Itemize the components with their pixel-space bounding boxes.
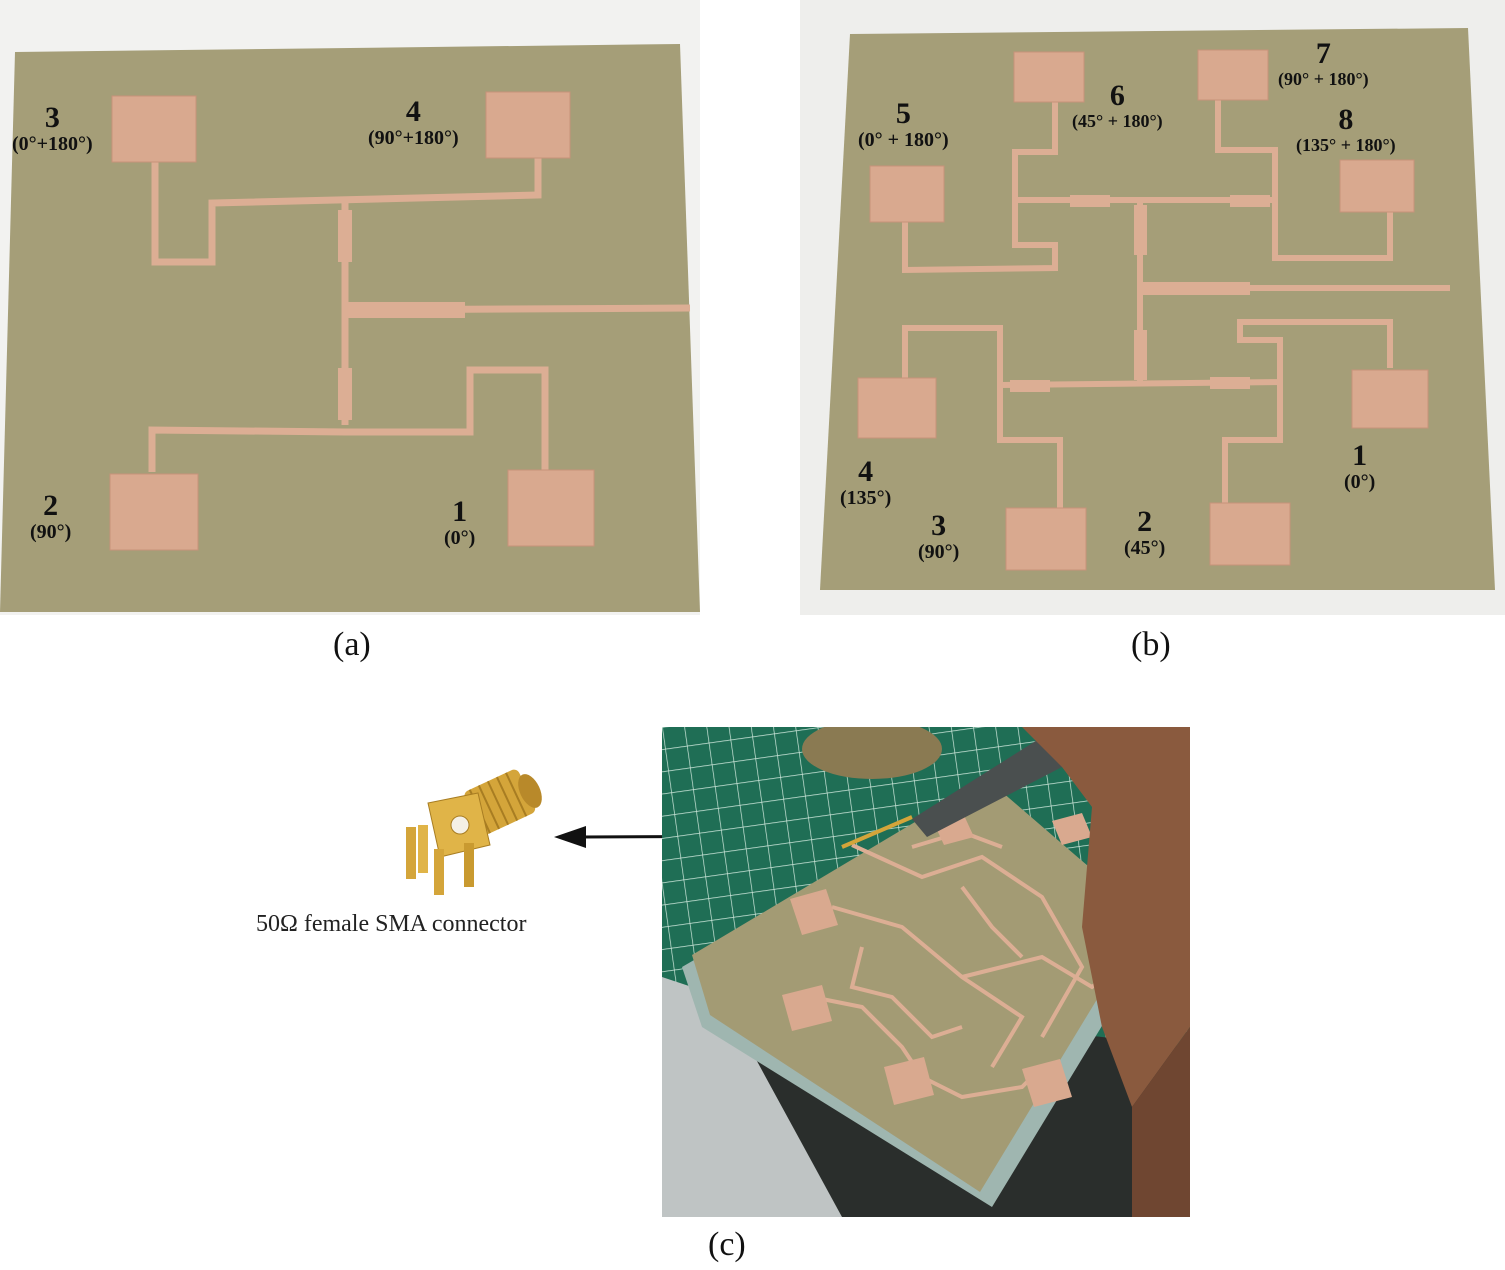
soldering-photo (662, 727, 1190, 1217)
hand (1022, 727, 1190, 1107)
panel-a: 3 (0°+180°) 4 (90°+180°) 2 (90°) 1 (0°) (0, 0, 700, 615)
sma-connector-label: 50Ω female SMA connector (256, 911, 527, 937)
patches-b (857, 49, 1429, 571)
board-b-photo (800, 0, 1505, 615)
port-label-b-7: 7 (90° + 180°) (1278, 37, 1369, 89)
arrow-head-icon (554, 826, 586, 848)
port-label-a-1: 1 (0°) (444, 495, 476, 549)
board-a-photo (0, 0, 700, 615)
port-label-b-4: 4 (135°) (840, 455, 892, 509)
patches-a (109, 91, 595, 551)
substrate-b (820, 28, 1495, 590)
port-label-a-4: 4 (90°+180°) (368, 95, 459, 149)
feed-steps-b (1010, 195, 1270, 392)
caption-b: (b) (1131, 626, 1171, 663)
port-label-a-2: 2 (90°) (30, 489, 72, 543)
port-label-a-3: 3 (0°+180°) (12, 101, 93, 155)
substrate-a (0, 44, 700, 612)
solder-tin (802, 727, 942, 779)
panel-b: 5 (0° + 180°) 6 (45° + 180°) 7 (90° + 18… (800, 0, 1505, 615)
port-label-b-5: 5 (0° + 180°) (858, 97, 949, 151)
port-label-b-1: 1 (0°) (1344, 439, 1376, 493)
port-label-b-3: 3 (90°) (918, 509, 960, 563)
port-label-b-8: 8 (135° + 180°) (1296, 103, 1396, 155)
soldering-iron (912, 737, 1062, 837)
sma-connector-image (406, 769, 542, 895)
port-label-b-2: 2 (45°) (1124, 505, 1166, 559)
caption-a: (a) (333, 626, 371, 663)
caption-c: (c) (708, 1226, 746, 1263)
feed-steps-a (338, 210, 465, 420)
port-label-b-6: 6 (45° + 180°) (1072, 79, 1163, 131)
sma-connector-icon (406, 769, 542, 895)
